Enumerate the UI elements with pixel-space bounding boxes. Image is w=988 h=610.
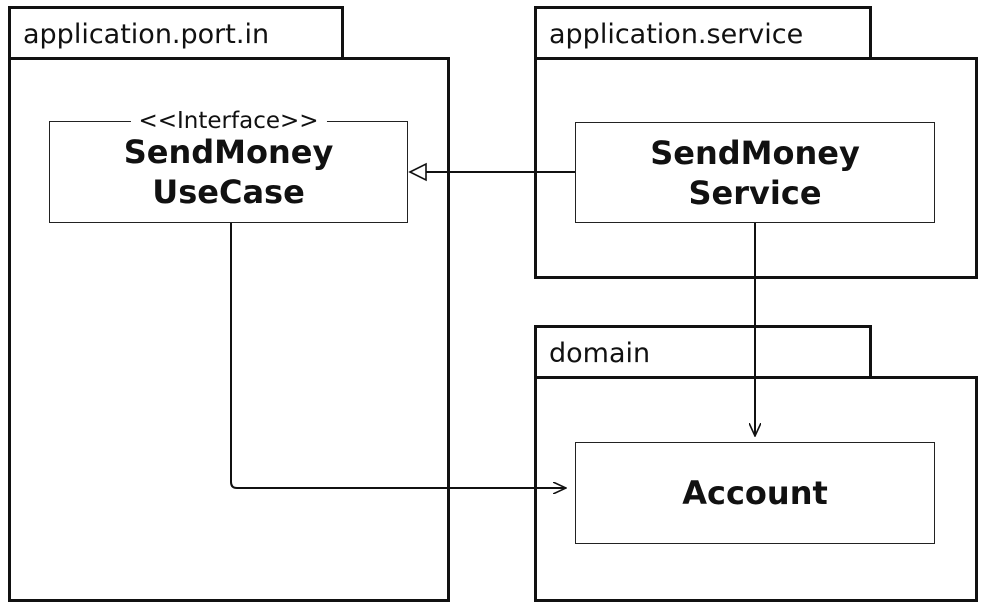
package-tab-service: application.service [534,6,872,60]
class-account: Account [575,442,935,544]
usecase-name-line1: SendMoney [123,133,334,171]
service-name-line1: SendMoney [650,133,860,172]
account-name: Account [682,474,828,512]
usecase-name-line2: UseCase [152,173,305,211]
stereotype-interface: <<Interface>> [130,107,327,135]
service-name-line2: Service [688,173,822,212]
package-tab-port-in: application.port.in [8,6,344,60]
class-sendmoney-usecase: <<Interface>> SendMoney UseCase [49,107,408,223]
class-sendmoney-service: SendMoney Service [575,122,935,223]
package-label-domain: domain [549,338,651,369]
realization-arrowhead [408,162,427,182]
package-tab-domain: domain [534,325,872,379]
package-label-service: application.service [549,19,804,50]
usecase-to-account-edge [230,223,566,488]
package-label-port-in: application.port.in [23,19,270,50]
